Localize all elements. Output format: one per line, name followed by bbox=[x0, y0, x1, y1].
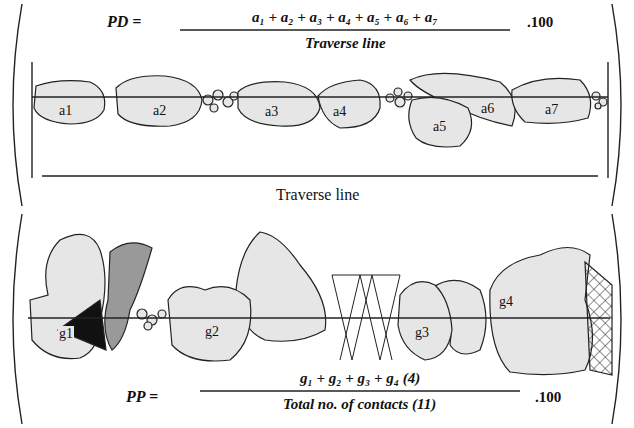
formula-numerator: a₁ + a₂ + a₃ + a₄ + a₅ + a₆ + a₇ bbox=[252, 9, 437, 26]
formula-numerator: g₁ + g₂ + g₃ + g₄ (4) bbox=[300, 370, 420, 387]
grain-label: a2 bbox=[152, 103, 167, 119]
formula-denominator: Traverse line bbox=[305, 35, 386, 52]
grain-label: a5 bbox=[432, 119, 447, 135]
formula-factor: .100 bbox=[527, 14, 553, 31]
formula-symbol: PD = bbox=[107, 13, 141, 31]
grain-label: g4 bbox=[498, 294, 514, 310]
formula-symbol: PP = bbox=[126, 388, 158, 406]
grain-label: g2 bbox=[204, 324, 220, 340]
formula-denominator: Total no. of contacts (11) bbox=[283, 396, 436, 413]
grain-label: g3 bbox=[414, 325, 430, 341]
grain-label: a1 bbox=[58, 103, 73, 119]
grain-label: a4 bbox=[332, 104, 347, 120]
axis-label: Traverse line bbox=[276, 186, 359, 204]
grain-label: a3 bbox=[264, 104, 279, 120]
grain-label: a7 bbox=[544, 102, 559, 118]
grain-label: a6 bbox=[480, 101, 495, 117]
formula-factor: .100 bbox=[535, 389, 561, 406]
grain-label: g1 bbox=[58, 326, 74, 342]
